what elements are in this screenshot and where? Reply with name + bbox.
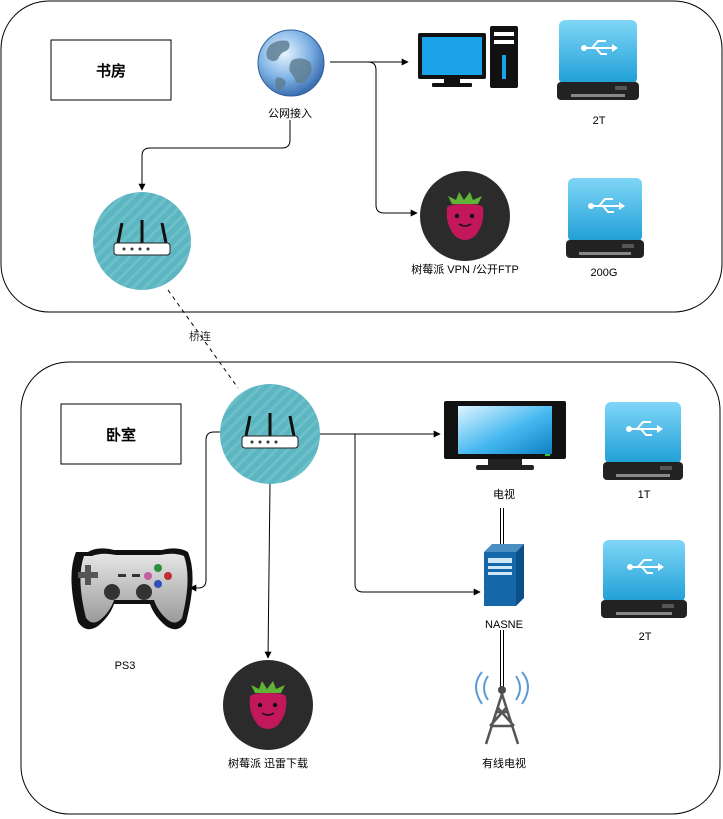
usb-drive-icon — [601, 540, 687, 618]
cable-tv-label: 有线电视 — [482, 756, 526, 770]
edge-internet-study-pi — [330, 61, 418, 217]
study-title-box — [50, 39, 172, 101]
ps3-node[interactable]: PS3 — [71, 548, 193, 672]
study-disk-2-label: 200G — [591, 267, 618, 279]
usb-drive-icon — [557, 20, 639, 100]
nas-label: NASNE — [485, 619, 523, 631]
server-tower-icon — [484, 544, 524, 606]
study-disk-1-node[interactable]: 2T — [557, 20, 639, 127]
bedroom-disk-1-label: 1T — [638, 489, 651, 501]
bedroom-disk-1-node[interactable]: 1T — [603, 402, 683, 501]
cable-tv-node[interactable]: 有线电视 — [475, 671, 529, 770]
study-title: 书房 — [96, 62, 126, 80]
router-icon — [93, 192, 191, 290]
connections: 桥连 — [138, 58, 504, 690]
antenna-tower-icon — [475, 671, 529, 745]
bedroom-disk-2-node[interactable]: 2T — [601, 540, 687, 643]
edge-router-nas — [354, 434, 481, 596]
study-pi-label: 树莓派 VPN /公开FTP — [411, 262, 519, 276]
edge-router-pi — [264, 483, 272, 659]
tv-label: 电视 — [493, 487, 515, 501]
tv-icon — [444, 401, 566, 470]
ps3-label: PS3 — [115, 660, 136, 672]
raspberry-pi-icon — [420, 171, 510, 261]
desktop-computer-icon — [418, 26, 518, 88]
internet-label: 公网接入 — [268, 107, 312, 120]
bedroom-title-box — [60, 403, 182, 465]
bedroom-pi-node[interactable]: 树莓派 迅雷下载 — [223, 660, 313, 770]
gamepad-icon — [71, 548, 193, 630]
study-pc-node[interactable] — [418, 26, 518, 88]
globe-icon — [257, 29, 325, 97]
bedroom-room: 卧室 — [20, 361, 721, 815]
tv-node[interactable]: 电视 — [444, 401, 566, 501]
edge-internet-study-router — [138, 120, 291, 191]
bridge-label: 桥连 — [189, 330, 211, 343]
usb-drive-icon — [566, 178, 644, 258]
study-disk-2-node[interactable]: 200G — [566, 178, 644, 279]
bedroom-disk-2-label: 2T — [639, 631, 652, 643]
study-disk-1-label: 2T — [593, 115, 606, 127]
router-icon — [220, 384, 320, 484]
edge-router-ps3 — [189, 431, 220, 592]
usb-drive-icon — [603, 402, 683, 480]
study-pi-node[interactable]: 树莓派 VPN /公开FTP — [411, 171, 519, 276]
study-router-node[interactable] — [93, 192, 191, 290]
bedroom-pi-label: 树莓派 迅雷下载 — [228, 756, 308, 770]
bedroom-router-node[interactable] — [220, 384, 320, 484]
internet-node[interactable]: 公网接入 — [257, 29, 325, 120]
nas-node[interactable]: NASNE — [484, 544, 524, 631]
raspberry-pi-icon — [223, 660, 313, 750]
bedroom-title: 卧室 — [106, 426, 136, 444]
